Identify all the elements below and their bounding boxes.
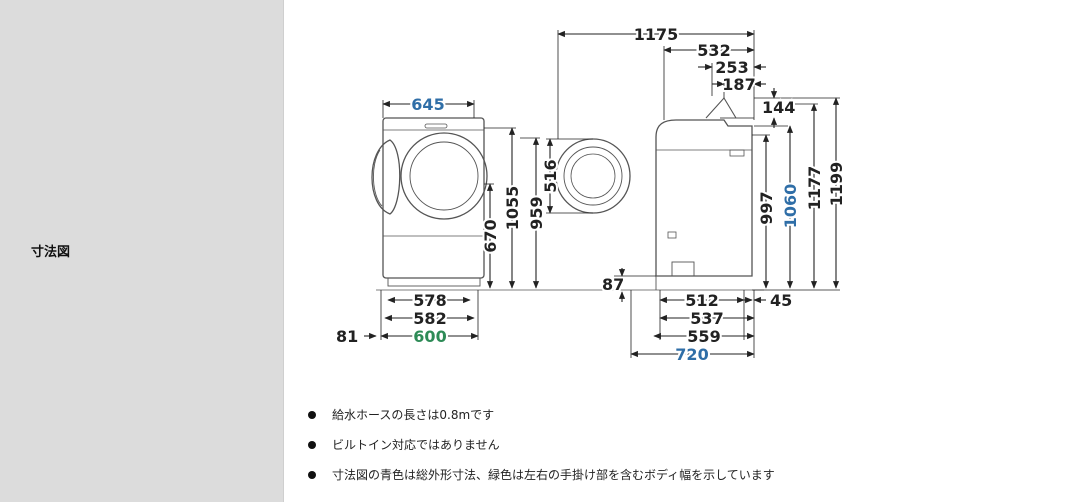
dim-959: 959 <box>527 196 546 229</box>
bullet-icon <box>308 411 316 419</box>
dim-645: 645 <box>411 95 444 114</box>
note-text: ビルトイン対応ではありません <box>332 438 500 452</box>
note-item: 給水ホースの長さは0.8mです <box>306 406 775 436</box>
dim-532: 532 <box>697 41 730 60</box>
dimension-content: 645 578 582 600 81 670 1055 959 516 <box>284 0 1080 502</box>
bullet-icon <box>308 441 316 449</box>
front-view-washer <box>371 117 764 291</box>
door-view <box>555 138 631 214</box>
side-view-washer <box>655 97 754 290</box>
dim-720: 720 <box>675 345 708 364</box>
dim-600: 600 <box>413 327 446 346</box>
dim-1055: 1055 <box>503 186 522 231</box>
note-item: ビルトイン対応ではありません <box>306 436 775 466</box>
dim-670: 670 <box>481 219 500 252</box>
dim-559: 559 <box>687 327 720 346</box>
dim-578: 578 <box>413 291 446 310</box>
dim-1177: 1177 <box>805 166 824 211</box>
dim-1175: 1175 <box>634 25 679 44</box>
dim-1060: 1060 <box>781 184 800 229</box>
dimension-diagram: 645 578 582 600 81 670 1055 959 516 <box>336 23 848 366</box>
dim-144: 144 <box>762 98 795 117</box>
dim-81: 81 <box>336 327 358 346</box>
dim-253: 253 <box>715 58 748 77</box>
bullet-icon <box>308 471 316 479</box>
note-text: 寸法図の青色は総外形寸法、緑色は左右の手掛け部を含むボディ幅を示しています <box>332 468 775 482</box>
notes-list: 給水ホースの長さは0.8mです ビルトイン対応ではありません 寸法図の青色は総外… <box>306 406 775 496</box>
dim-516: 516 <box>541 159 560 192</box>
note-text: 給水ホースの長さは0.8mです <box>332 408 495 422</box>
section-title: 寸法図 <box>31 245 71 260</box>
sidebar: 寸法図 <box>0 0 284 502</box>
door-view-dimensions <box>546 138 593 214</box>
dim-1199: 1199 <box>827 162 846 207</box>
dim-87: 87 <box>602 275 624 294</box>
dim-537: 537 <box>690 309 723 328</box>
dim-187: 187 <box>722 75 755 94</box>
front-view-dimensions <box>364 100 540 340</box>
side-view-dimensions <box>557 30 840 358</box>
dim-45: 45 <box>770 291 792 310</box>
note-item: 寸法図の青色は総外形寸法、緑色は左右の手掛け部を含むボディ幅を示しています <box>306 466 775 496</box>
dim-582: 582 <box>413 309 446 328</box>
dim-997: 997 <box>757 191 776 224</box>
dim-512: 512 <box>685 291 718 310</box>
